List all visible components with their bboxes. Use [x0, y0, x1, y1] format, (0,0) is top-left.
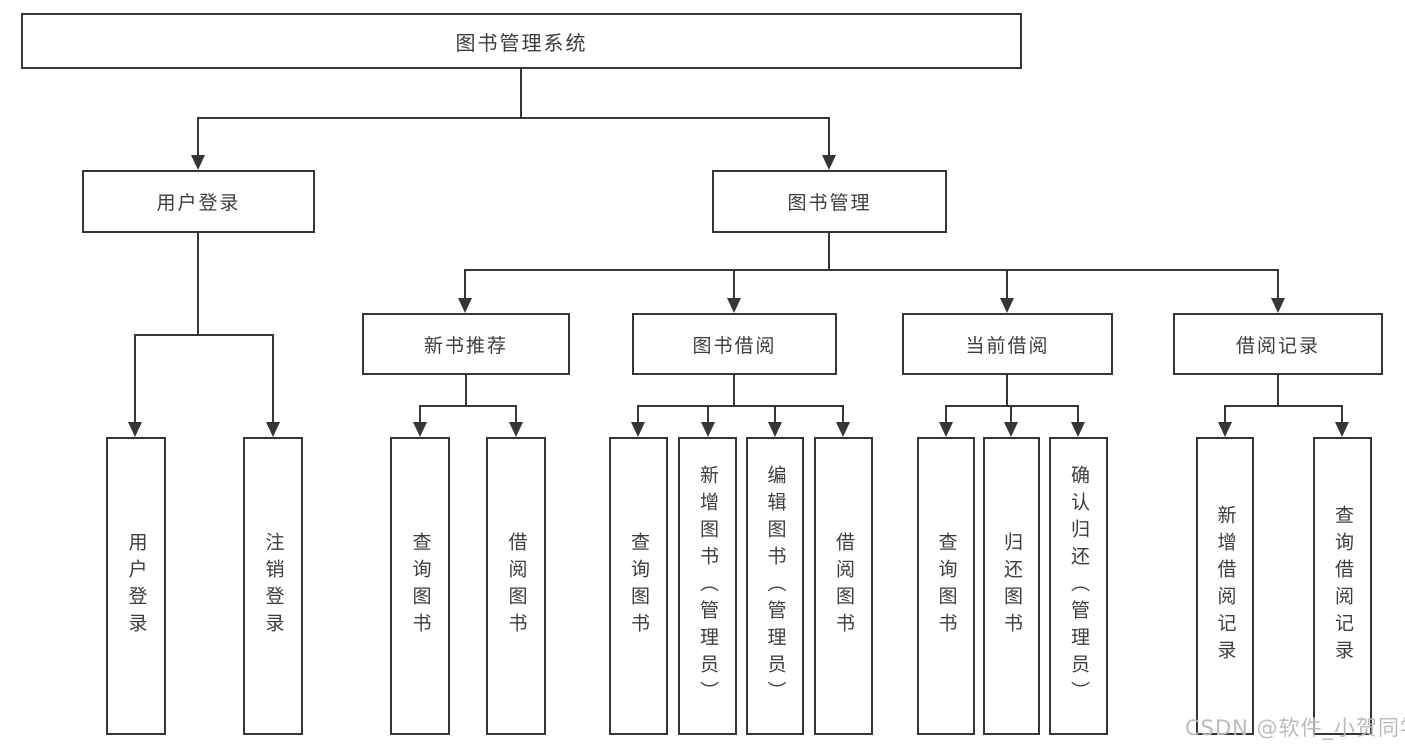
connector-line	[134, 334, 274, 336]
connector-line	[1277, 375, 1279, 406]
arrowhead-icon	[509, 422, 523, 437]
connector-line	[419, 405, 517, 407]
connector-line	[197, 117, 199, 156]
leaf-query-borrow-record: 查询借阅记录	[1313, 437, 1372, 735]
arrowhead-icon	[727, 298, 741, 313]
leaf-confirm-return-admin: 确认归还（管理员）	[1049, 437, 1108, 735]
connector-line	[637, 405, 639, 423]
leaf-query-borrow-record-label: 查询借阅记录	[1332, 505, 1354, 667]
node-user-login: 用户登录	[82, 170, 315, 233]
arrowhead-icon	[266, 422, 280, 437]
arrowhead-icon	[458, 298, 472, 313]
node-new-book-recommend: 新书推荐	[362, 313, 570, 375]
leaf-user-login-label: 用户登录	[125, 532, 148, 640]
arrowhead-icon	[822, 155, 836, 170]
leaf-return-book-label: 归还图书	[1001, 532, 1023, 640]
connector-line	[134, 334, 136, 423]
arrowhead-icon	[1271, 298, 1285, 313]
arrowhead-icon	[1218, 422, 1232, 437]
node-new-book-recommend-label: 新书推荐	[423, 334, 508, 357]
leaf-user-login: 用户登录	[106, 437, 166, 735]
connector-line	[774, 405, 776, 423]
node-book-borrow-label: 图书借阅	[692, 334, 777, 357]
csdn-watermark: CSDN @软件_小贺同学	[1185, 716, 1405, 740]
connector-line	[1006, 375, 1008, 406]
connector-line	[1341, 405, 1343, 423]
arrowhead-icon	[1004, 422, 1018, 437]
leaf-borrow-book-2: 借阅图书	[814, 437, 873, 735]
leaf-confirm-return-admin-label: 确认归还（管理员）	[1068, 464, 1090, 708]
leaf-query-book-1-label: 查询图书	[409, 532, 432, 640]
connector-line	[1010, 405, 1012, 423]
leaf-add-book-admin: 新增图书（管理员）	[678, 437, 737, 735]
connector-line	[842, 405, 844, 423]
connector-line	[1006, 269, 1008, 299]
node-root-label: 图书管理系统	[455, 30, 588, 55]
connector-line	[733, 269, 735, 299]
node-user-login-label: 用户登录	[156, 192, 241, 214]
arrowhead-icon	[1335, 422, 1349, 437]
connector-line	[1077, 405, 1079, 423]
arrowhead-icon	[836, 422, 850, 437]
node-current-borrow-label: 当前借阅	[965, 334, 1050, 357]
connector-line	[828, 117, 830, 156]
leaf-edit-book-admin: 编辑图书（管理员）	[746, 437, 804, 735]
connector-line	[272, 334, 274, 423]
connector-line	[197, 233, 199, 335]
leaf-query-book-3: 查询图书	[917, 437, 975, 735]
node-book-management-label: 图书管理	[787, 192, 872, 214]
leaf-query-book-3-label: 查询图书	[935, 532, 958, 640]
connector-line	[1277, 269, 1279, 299]
connector-line	[945, 405, 1079, 407]
arrowhead-icon	[939, 422, 953, 437]
arrowhead-icon	[768, 422, 782, 437]
connector-line	[520, 69, 522, 118]
connector-line	[637, 405, 844, 407]
arrowhead-icon	[128, 422, 142, 437]
arrowhead-icon	[631, 422, 645, 437]
leaf-query-book-2: 查询图书	[609, 437, 668, 735]
connector-line	[1224, 405, 1343, 407]
connector-line	[1224, 405, 1226, 423]
connector-line	[733, 375, 735, 406]
leaf-return-book: 归还图书	[983, 437, 1040, 735]
node-root: 图书管理系统	[21, 13, 1022, 69]
node-borrow-record-label: 借阅记录	[1235, 334, 1320, 357]
node-current-borrow: 当前借阅	[902, 313, 1113, 375]
arrowhead-icon	[701, 422, 715, 437]
leaf-query-book-2-label: 查询图书	[628, 532, 650, 640]
leaf-logout-label: 注销登录	[262, 532, 285, 640]
leaf-borrow-book-2-label: 借阅图书	[833, 532, 855, 640]
node-book-management: 图书管理	[712, 170, 947, 233]
leaf-borrow-book-1: 借阅图书	[486, 437, 546, 735]
connector-line	[465, 375, 467, 406]
connector-line	[464, 269, 466, 299]
arrowhead-icon	[191, 155, 205, 170]
arrowhead-icon	[413, 422, 427, 437]
leaf-add-borrow-record: 新增借阅记录	[1196, 437, 1254, 735]
connector-line	[197, 117, 830, 119]
leaf-logout: 注销登录	[243, 437, 303, 735]
leaf-add-book-admin-label: 新增图书（管理员）	[697, 464, 719, 708]
connector-line	[828, 233, 830, 270]
leaf-edit-book-admin-label: 编辑图书（管理员）	[764, 464, 787, 708]
connector-line	[464, 269, 1279, 271]
leaf-query-book-1: 查询图书	[390, 437, 450, 735]
arrowhead-icon	[1000, 298, 1014, 313]
connector-line	[707, 405, 709, 423]
connector-line	[419, 405, 421, 423]
leaf-borrow-book-1-label: 借阅图书	[505, 532, 528, 640]
arrowhead-icon	[1071, 422, 1085, 437]
connector-line	[515, 405, 517, 423]
node-borrow-record: 借阅记录	[1173, 313, 1383, 375]
node-book-borrow: 图书借阅	[632, 313, 837, 375]
leaf-add-borrow-record-label: 新增借阅记录	[1214, 505, 1237, 667]
connector-line	[945, 405, 947, 423]
